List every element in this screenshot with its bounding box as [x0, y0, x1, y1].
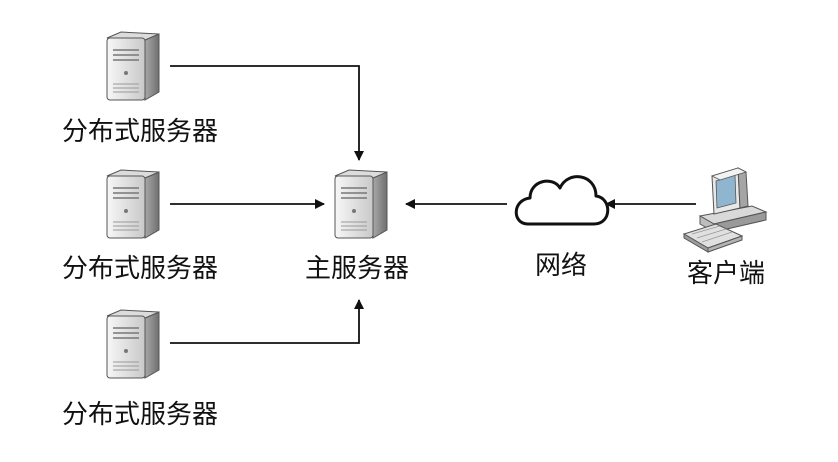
- dist-server-label: 分布式服务器: [62, 254, 218, 284]
- dist-server-label: 分布式服务器: [62, 400, 218, 430]
- edge-dist1-to-main: [170, 65, 364, 161]
- main-server-node: 主服务器: [305, 169, 409, 284]
- server-tower-icon: [334, 169, 388, 239]
- dist-server-node-2: 分布式服务器: [62, 169, 218, 284]
- network-node: 网络: [514, 175, 610, 281]
- connectors: [170, 65, 696, 344]
- main-server-label: 主服务器: [305, 254, 409, 284]
- server-tower-icon: [106, 309, 160, 379]
- desktop-computer-icon: [682, 167, 768, 253]
- server-tower-icon: [106, 31, 160, 101]
- network-label: 网络: [535, 251, 587, 281]
- server-tower-icon: [106, 169, 160, 239]
- client-label: 客户端: [687, 259, 765, 289]
- client-node: 客户端: [682, 167, 768, 289]
- cloud-icon: [514, 175, 610, 226]
- dist-server-label: 分布式服务器: [62, 117, 218, 147]
- dist-server-node-1: 分布式服务器: [62, 31, 218, 147]
- dist-server-node-3: 分布式服务器: [62, 309, 218, 430]
- edge-dist3-to-main: [170, 299, 364, 344]
